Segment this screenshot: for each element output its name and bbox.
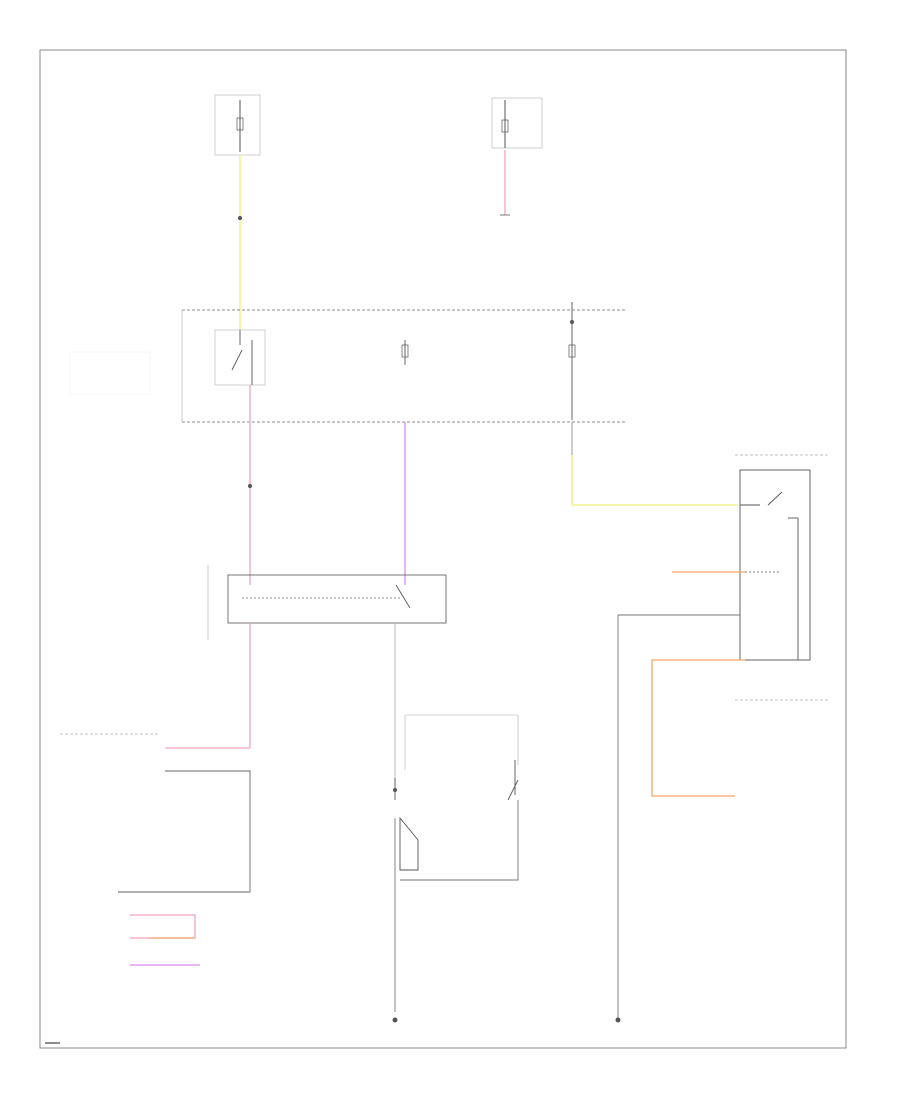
fuse-icon xyxy=(568,344,576,358)
fuel-pump-sender-box xyxy=(392,714,519,1023)
wire-black-pcm xyxy=(118,770,251,893)
wire-pink-loop xyxy=(130,914,196,939)
power-distribution-box xyxy=(181,309,625,423)
blower-motor-relay xyxy=(735,454,828,701)
fuse-icon xyxy=(401,344,409,358)
switch-icon xyxy=(395,584,411,609)
wire-orange-blower xyxy=(651,659,745,797)
inertia-switch-box xyxy=(207,565,447,640)
fuse-icon xyxy=(501,119,509,133)
relay-switch-icon xyxy=(231,349,243,371)
relay-switch-icon xyxy=(767,491,783,506)
ground-icon xyxy=(615,1017,621,1023)
pcm-section xyxy=(60,733,251,893)
switch-icon xyxy=(507,779,519,801)
side-label-block xyxy=(69,351,151,395)
fuse-icon xyxy=(236,117,244,131)
fuse-box-top-left xyxy=(214,94,261,156)
splice-point xyxy=(238,216,242,220)
fuse-box-top-middle xyxy=(491,97,543,149)
fuel-pump-motor-icon xyxy=(399,816,419,871)
data-link-connector xyxy=(130,914,200,966)
fuse-box-right xyxy=(568,302,576,420)
diagram-border xyxy=(39,49,847,1049)
wire-yellow-right xyxy=(571,455,738,506)
wire-black-ground xyxy=(617,614,740,1020)
ground-icon xyxy=(392,1017,398,1023)
splice-point xyxy=(248,484,252,488)
fuel-pump-relay xyxy=(214,329,266,386)
fuse-center xyxy=(401,340,409,365)
